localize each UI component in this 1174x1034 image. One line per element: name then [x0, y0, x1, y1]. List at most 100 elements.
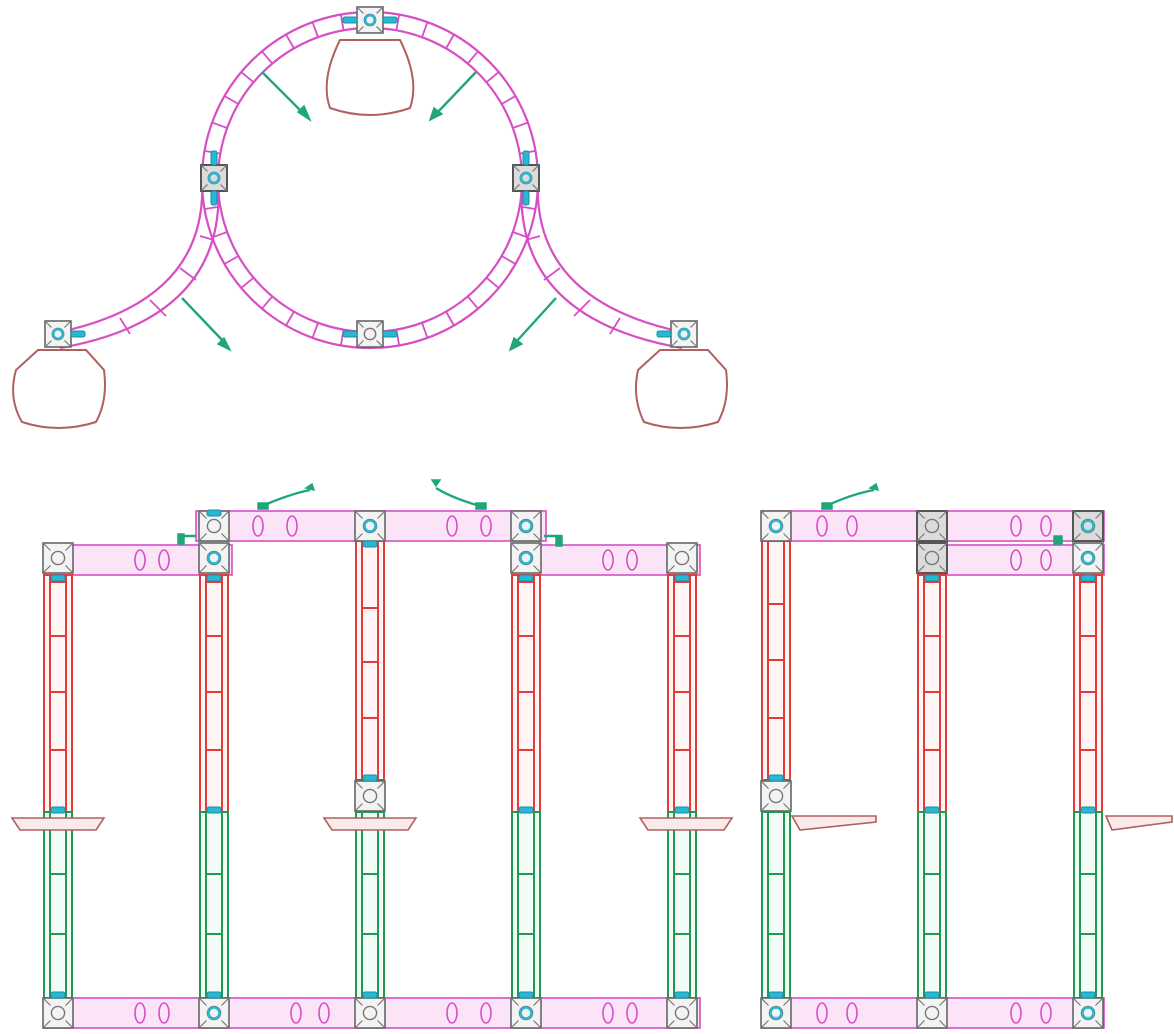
corner-cap: [924, 991, 940, 999]
side-upright-2: [917, 574, 947, 999]
beam-coupler: [286, 515, 298, 537]
beam-coupler: [816, 1002, 828, 1024]
side-node-upper-2: [916, 510, 948, 542]
corner-cap: [50, 991, 66, 999]
beam-coupler: [252, 515, 264, 537]
corner-cap: [518, 991, 534, 999]
beam-coupler: [1040, 1002, 1052, 1024]
front-node-bottom-1: [42, 997, 74, 1029]
corner-cap: [924, 806, 940, 814]
beam-coupler: [290, 1002, 302, 1024]
base-plate-top: [325, 39, 415, 116]
plan-rungs: [119, 12, 621, 348]
beam-coupler: [846, 1002, 858, 1024]
beam-coupler: [446, 1002, 458, 1024]
corner-cap: [210, 150, 218, 166]
corner-cap: [206, 509, 222, 517]
front-node-bottom-4: [510, 997, 542, 1029]
front-node-upper-3: [510, 510, 542, 542]
side-spotlights: [821, 482, 1063, 545]
front-spotlights: [177, 479, 563, 547]
corner-cap: [1080, 806, 1096, 814]
corner-cap: [674, 574, 690, 582]
beam-coupler: [1010, 1002, 1022, 1024]
corner-cap: [362, 991, 378, 999]
corner-cap: [518, 806, 534, 814]
beam-coupler: [626, 549, 638, 571]
beam-coupler: [602, 1002, 614, 1024]
corner-cap: [206, 991, 222, 999]
corner-cap: [768, 991, 784, 999]
corner-cap: [522, 190, 530, 206]
upright-4: [511, 574, 541, 999]
beam-coupler: [1040, 515, 1052, 537]
front-shelves: [10, 817, 734, 831]
side-node-mid-1: [760, 780, 792, 812]
front-node-upper-2: [354, 510, 386, 542]
ring-truss-outer: [200, 10, 540, 350]
corner-cap: [674, 991, 690, 999]
front-nodes: [42, 509, 698, 1029]
front-node-bottom-5: [666, 997, 698, 1029]
left-arm-truss: [59, 179, 220, 350]
upright-2: [199, 574, 229, 999]
corner-cap: [522, 150, 530, 166]
front-elevation: [10, 479, 734, 1029]
corner-cap: [382, 16, 398, 24]
side-elevation: [760, 482, 1173, 1029]
beam-coupler: [480, 515, 492, 537]
side-upright-3: [1073, 574, 1103, 999]
front-couplers: [134, 515, 638, 1024]
side-node-upper-3: [1072, 510, 1104, 542]
beam-coupler: [446, 515, 458, 537]
corner-cap: [342, 16, 358, 24]
beam-coupler: [480, 1002, 492, 1024]
front-node-top-1: [42, 542, 74, 574]
beam-coupler: [158, 1002, 170, 1024]
ring-node-top: [356, 6, 384, 34]
front-node-bottom-2: [198, 997, 230, 1029]
beam-coupler: [816, 515, 828, 537]
corner-cap: [206, 806, 222, 814]
front-node-mid-3: [354, 780, 386, 812]
corner-cap: [206, 574, 222, 582]
beam-coupler: [1010, 515, 1022, 537]
ring-node-bottom: [356, 320, 384, 348]
corner-cap: [70, 330, 86, 338]
corner-cap: [382, 330, 398, 338]
corner-cap: [768, 774, 784, 782]
corner-cap: [1080, 991, 1096, 999]
side-node-bottom-1: [760, 997, 792, 1029]
side-nodes: [760, 510, 1104, 1029]
right-arm-truss: [520, 179, 683, 350]
side-node-bottom-3: [1072, 997, 1104, 1029]
corner-cap: [656, 330, 672, 338]
corner-cap: [924, 574, 940, 582]
beam-coupler: [1040, 549, 1052, 571]
side-upright-1: [761, 540, 791, 999]
beam-coupler: [158, 549, 170, 571]
side-node-top-1: [760, 510, 792, 542]
corner-cap: [342, 330, 358, 338]
front-node-top-4: [510, 542, 542, 574]
beam-coupler: [1010, 549, 1022, 571]
corner-cap: [50, 806, 66, 814]
beam-coupler: [602, 549, 614, 571]
ring-node-right: [512, 164, 540, 192]
ring-node-left: [200, 164, 228, 192]
corner-cap: [50, 574, 66, 582]
plan-view: [12, 6, 728, 429]
base-plate-right: [635, 349, 728, 429]
side-couplers: [816, 515, 1052, 1024]
beam-coupler: [134, 1002, 146, 1024]
beam-coupler: [318, 1002, 330, 1024]
front-node-top-5: [666, 542, 698, 574]
corner-cap: [210, 190, 218, 206]
spotlight-arrows: [181, 71, 557, 352]
corner-cap: [362, 774, 378, 782]
beam-coupler: [626, 1002, 638, 1024]
beam-coupler: [846, 515, 858, 537]
side-node-top-2: [916, 542, 948, 574]
arm-node-left: [44, 320, 72, 348]
